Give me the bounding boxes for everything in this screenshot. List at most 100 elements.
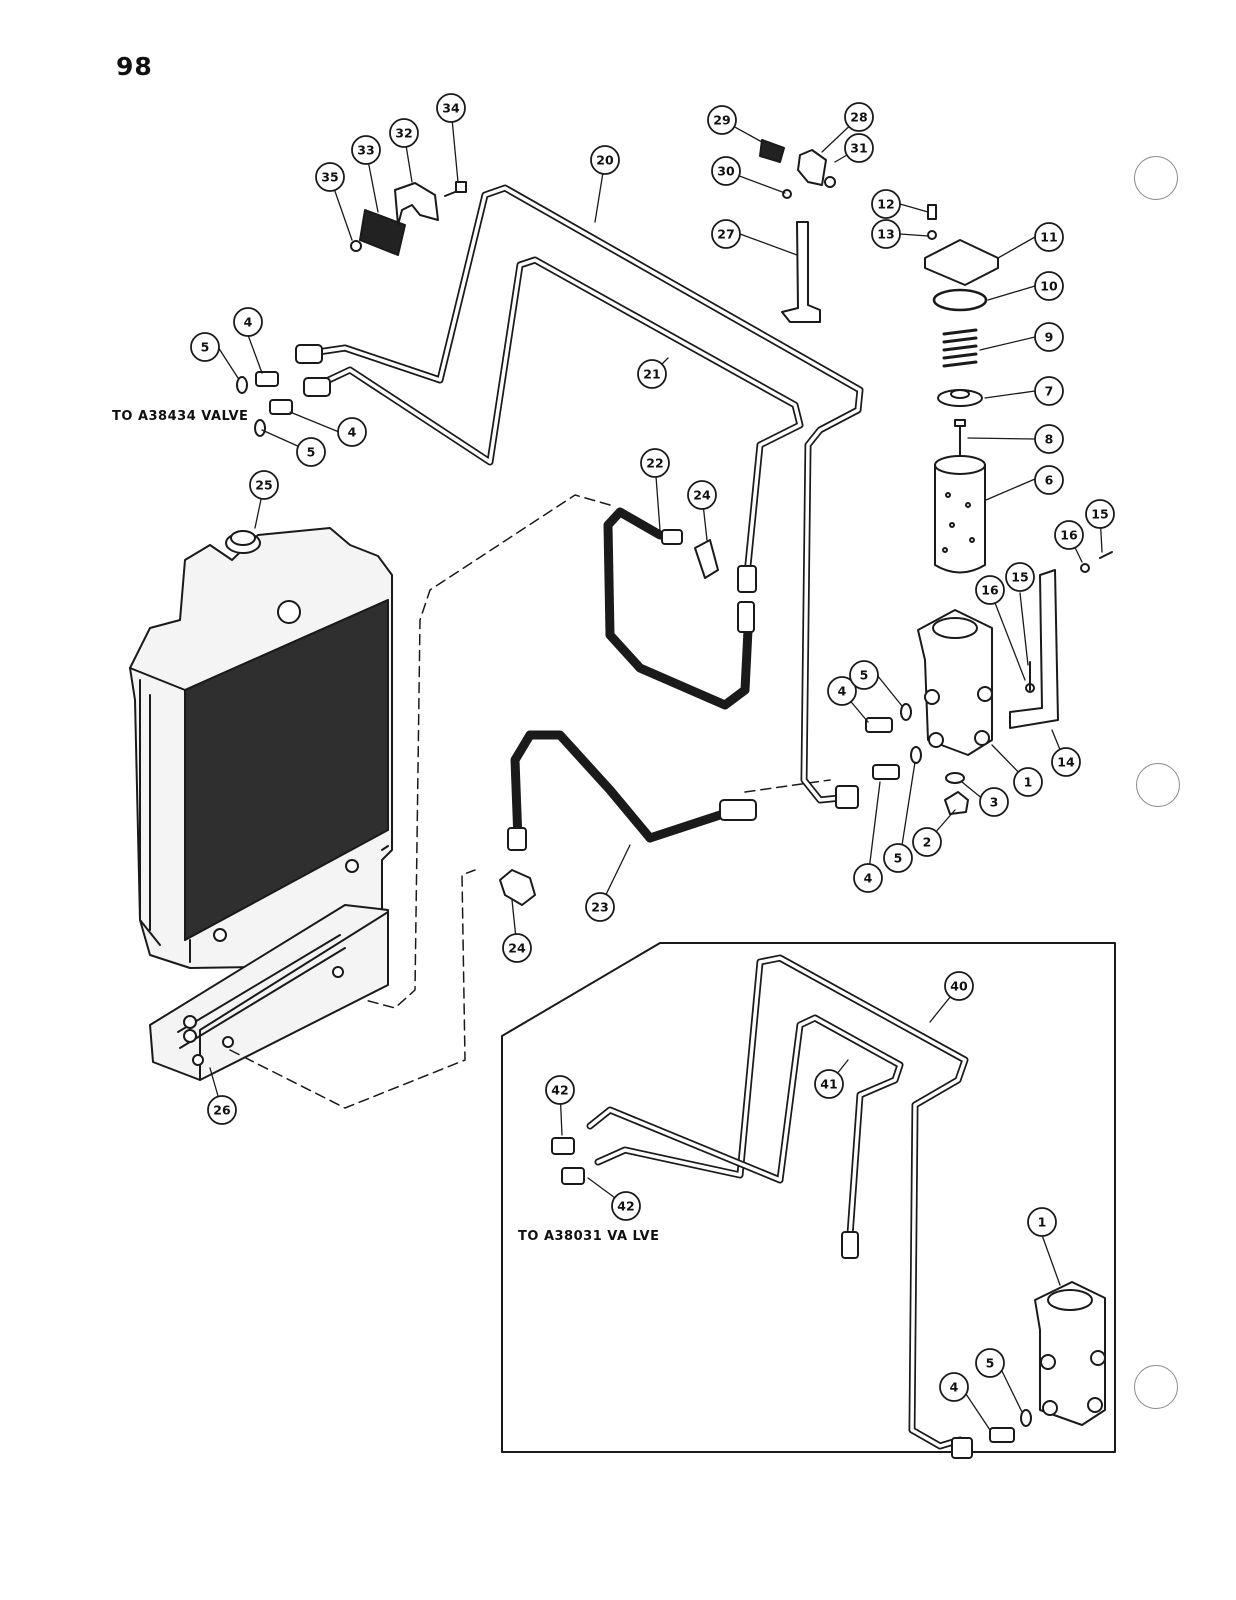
callout-c29: 29 [707, 105, 737, 135]
fitting-4-lower [989, 1427, 1015, 1443]
callout-circle [502, 933, 532, 963]
fitting-42-a [551, 1137, 575, 1155]
callout-number: 42 [617, 1199, 634, 1214]
callout-c7: 7 [1034, 376, 1064, 406]
fitting-4-upper-left-a [255, 371, 279, 387]
callout-c16b: 16 [975, 575, 1005, 605]
clamp-33 [359, 209, 406, 256]
callout-number: 5 [307, 445, 316, 460]
callout-number: 3 [990, 795, 999, 810]
valve-7 [937, 389, 983, 407]
oil-cooler [149, 904, 389, 1081]
callout-c32: 32 [389, 118, 419, 148]
callout-number: 9 [1045, 330, 1054, 345]
callout-c1a: 1 [1013, 767, 1043, 797]
callout-c12: 12 [871, 189, 901, 219]
callout-c41: 41 [814, 1069, 844, 1099]
callout-number: 14 [1057, 755, 1075, 770]
filter-element-6 [934, 455, 986, 574]
callout-number: 25 [255, 478, 272, 493]
callout-circle [1034, 465, 1064, 495]
callout-circle [711, 156, 741, 186]
callout-c24a: 24 [687, 480, 717, 510]
callout-number: 42 [551, 1083, 568, 1098]
callout-number: 28 [850, 110, 867, 125]
fitting-4-housing-a [865, 717, 893, 733]
screw-30 [782, 189, 792, 199]
callout-circle [827, 676, 857, 706]
callout-circle [979, 787, 1009, 817]
callout-number: 4 [244, 315, 253, 330]
callout-circle [844, 133, 874, 163]
callout-number: 33 [357, 143, 374, 158]
callout-c9: 9 [1034, 322, 1064, 352]
callout-circle [249, 470, 279, 500]
callout-c10: 10 [1034, 271, 1064, 301]
callout-circle [1051, 747, 1081, 777]
washer-16 [1025, 563, 1090, 693]
tube-21 [314, 256, 804, 569]
callout-number: 4 [864, 871, 873, 886]
bolt-15 [1029, 551, 1113, 691]
callout-c30: 30 [711, 156, 741, 186]
callout-number: 5 [894, 851, 903, 866]
callout-circle [207, 1095, 237, 1125]
callout-number: 34 [442, 101, 460, 116]
callout-number: 13 [877, 227, 894, 242]
callout-circle [1034, 424, 1064, 454]
hose-22 [603, 507, 753, 710]
callout-number: 15 [1011, 570, 1028, 585]
callout-c31: 31 [844, 133, 874, 163]
bolt-8 [954, 419, 966, 456]
callout-number: 5 [986, 1356, 995, 1371]
callout-number: 5 [860, 668, 869, 683]
nut-31 [824, 176, 836, 188]
callout-c8: 8 [1034, 424, 1064, 454]
callout-number: 26 [213, 1103, 231, 1118]
callout-c15a: 15 [1085, 499, 1115, 529]
callout-c5d: 5 [883, 843, 913, 873]
callout-circle [1034, 271, 1064, 301]
tube-20-inner [316, 186, 862, 802]
callout-circle [585, 892, 615, 922]
tube-41-inner [588, 1016, 902, 1237]
callout-circle [1034, 322, 1064, 352]
callout-circle [1005, 562, 1035, 592]
clip-29 [759, 139, 785, 163]
callout-number: 5 [201, 340, 210, 355]
callout-c27: 27 [711, 219, 741, 249]
callout-c33: 33 [351, 135, 381, 165]
callout-number: 4 [348, 425, 357, 440]
callout-circle [611, 1191, 641, 1221]
callout-number: 4 [950, 1380, 959, 1395]
callout-circle [1013, 767, 1043, 797]
callout-circle [707, 105, 737, 135]
callout-number: 16 [1060, 528, 1078, 543]
callout-circle [849, 660, 879, 690]
callout-number: 40 [950, 979, 968, 994]
callout-circle [975, 1348, 1005, 1378]
callout-number: 31 [850, 141, 867, 156]
binder-hole-bottom [1134, 1365, 1178, 1409]
cover-11 [924, 239, 999, 286]
callout-circle [190, 332, 220, 362]
callout-c6: 6 [1034, 465, 1064, 495]
callout-circle [1034, 222, 1064, 252]
callout-circle [351, 135, 381, 165]
dashed-connection-lines [229, 494, 831, 1109]
callout-c1b: 1 [1027, 1207, 1057, 1237]
callout-c2: 2 [912, 827, 942, 857]
callout-circle [687, 480, 717, 510]
callout-circle [871, 219, 901, 249]
callout-c5b: 5 [296, 437, 326, 467]
tube-40-inner [596, 956, 967, 1448]
callout-c4a: 4 [233, 307, 263, 337]
o-ring-10 [932, 288, 988, 312]
hose-23 [510, 730, 725, 845]
callout-number: 1 [1024, 775, 1033, 790]
callout-circle [1027, 1207, 1057, 1237]
fitting-4-housing-b [872, 764, 900, 780]
callout-number: 12 [877, 197, 894, 212]
callout-c34: 34 [436, 93, 466, 123]
callout-c40: 40 [944, 971, 974, 1001]
